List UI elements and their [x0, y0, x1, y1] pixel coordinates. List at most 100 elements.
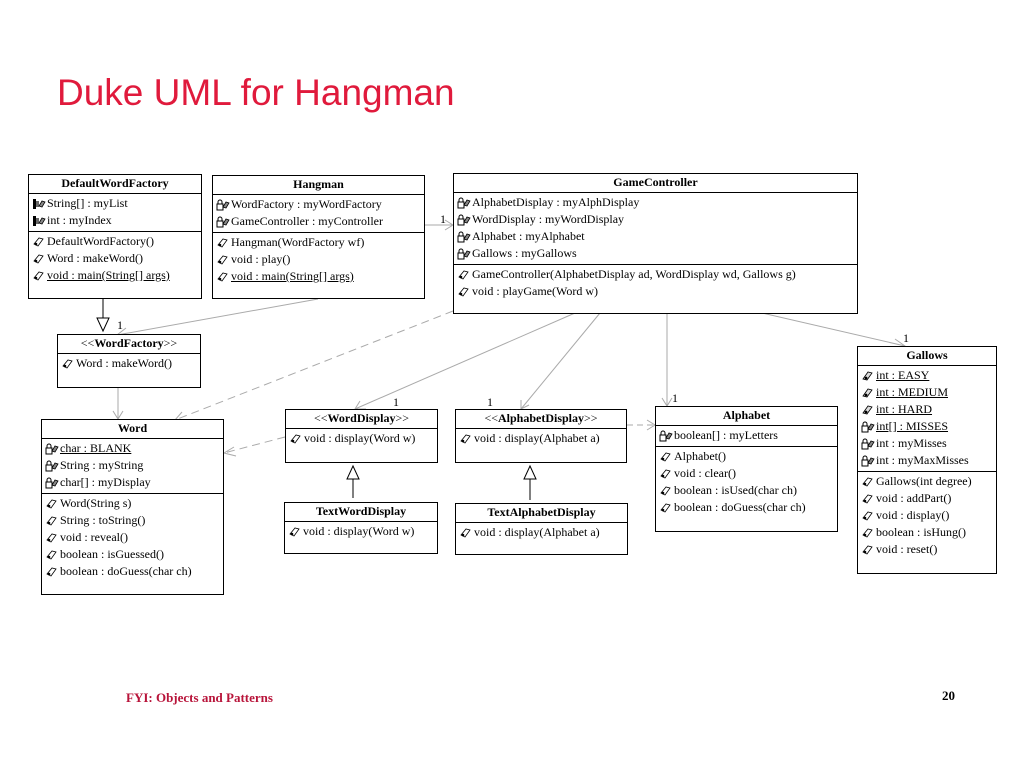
association-controller-worddisplay [354, 312, 576, 410]
realization-arrowhead-wordfactory [96, 317, 110, 333]
operations-section: Word : makeWord() [58, 354, 200, 374]
class-name: Gallows [858, 347, 996, 366]
method-icon [861, 510, 875, 522]
operation-row: boolean : isGuessed() [45, 546, 223, 563]
method-icon [457, 286, 471, 298]
method-icon [45, 566, 59, 578]
method-icon [45, 498, 59, 510]
class-hangman: Hangman WordFactory : myWordFactory Game… [212, 175, 425, 299]
method-icon [861, 476, 875, 488]
attribute-row: int : MEDIUM [861, 384, 996, 401]
operation-row: void : play() [216, 251, 424, 268]
operation-row: void : reveal() [45, 529, 223, 546]
private-field-icon [457, 248, 471, 260]
method-icon [659, 451, 673, 463]
interface-name: <<WordFactory>> [58, 335, 200, 354]
attribute-row: int : myIndex [32, 212, 201, 229]
attribute-row: String[] : myList [32, 195, 201, 212]
association-controller-gallows [761, 312, 906, 347]
association-hangman-wordfactory [116, 298, 319, 336]
class-name: GameController [454, 174, 857, 193]
class-gallows: Gallows int : EASY int : MEDIUM int : HA… [857, 346, 997, 574]
association-controller-alphabetdisplay [520, 312, 601, 410]
operation-row: void : main(String[] args) [216, 268, 424, 285]
private-field-icon [216, 216, 230, 228]
operation-row: DefaultWordFactory() [32, 233, 201, 250]
operations-section: void : display(Alphabet a) [456, 523, 627, 543]
attributes-section: int : EASY int : MEDIUM int : HARD int[]… [858, 366, 996, 472]
method-icon [32, 236, 46, 248]
method-icon [861, 493, 875, 505]
method-icon [216, 271, 230, 283]
attributes-section: WordFactory : myWordFactory GameControll… [213, 195, 424, 233]
attribute-row: char : BLANK [45, 440, 223, 457]
operation-row: boolean : doGuess(char ch) [45, 563, 223, 580]
private-field-icon [457, 197, 471, 209]
multiplicity-wordfactory: 1 [117, 318, 123, 332]
operation-row: void : addPart() [861, 490, 996, 507]
operation-row: Word : makeWord() [61, 355, 200, 372]
interface-name: <<AlphabetDisplay>> [456, 410, 626, 429]
operations-section: void : display(Alphabet a) [456, 429, 626, 449]
multiplicity-gamecontroller: 1 [440, 212, 446, 226]
operation-row: Gallows(int degree) [861, 473, 996, 490]
operation-row: boolean : isUsed(char ch) [659, 482, 837, 499]
operation-row: void : display(Word w) [289, 430, 437, 447]
private-field-icon [659, 430, 673, 442]
interface-wordfactory: <<WordFactory>> Word : makeWord() [57, 334, 201, 388]
private-field-icon [45, 460, 59, 472]
attribute-row: Alphabet : myAlphabet [457, 228, 857, 245]
operation-row: void : display() [861, 507, 996, 524]
attributes-section: char : BLANK String : myString char[] : … [42, 439, 223, 494]
attributes-section: AlphabetDisplay : myAlphDisplay WordDisp… [454, 193, 857, 265]
private-field-icon [216, 199, 230, 211]
operation-row: void : main(String[] args) [32, 267, 201, 284]
multiplicity-worddisplay: 1 [393, 395, 399, 409]
attribute-row: WordFactory : myWordFactory [216, 196, 424, 213]
operation-row: void : clear() [659, 465, 837, 482]
attribute-row: String : myString [45, 457, 223, 474]
dependency-worddisplay-word [223, 436, 286, 454]
attribute-row: char[] : myDisplay [45, 474, 223, 491]
operation-row: void : playGame(Word w) [457, 283, 857, 300]
realization-arrowhead-alphabetdisplay [523, 464, 537, 480]
method-icon [659, 468, 673, 480]
attribute-row: boolean[] : myLetters [659, 427, 837, 444]
method-icon [32, 253, 46, 265]
operation-row: Word : makeWord() [32, 250, 201, 267]
method-icon [289, 433, 303, 445]
class-name: Hangman [213, 176, 424, 195]
method-icon [45, 532, 59, 544]
private-field-icon [457, 231, 471, 243]
multiplicity-alphabetdisplay: 1 [487, 395, 493, 409]
method-icon [659, 485, 673, 497]
attribute-row: Gallows : myGallows [457, 245, 857, 262]
dependency-gamecontroller-word [174, 310, 454, 421]
class-alphabet: Alphabet boolean[] : myLetters Alphabet(… [655, 406, 838, 532]
class-word: Word char : BLANK String : myString char… [41, 419, 224, 595]
operations-section: DefaultWordFactory() Word : makeWord() v… [29, 232, 201, 286]
attribute-row: GameController : myController [216, 213, 424, 230]
class-textworddisplay: TextWordDisplay void : display(Word w) [284, 502, 438, 554]
package-field-icon [32, 198, 46, 210]
class-textalphabetdisplay: TextAlphabetDisplay void : display(Alpha… [455, 503, 628, 555]
realization-arrowhead-worddisplay [346, 464, 360, 480]
method-icon [216, 254, 230, 266]
private-field-icon [45, 443, 59, 455]
operation-row: Word(String s) [45, 495, 223, 512]
method-icon [457, 269, 471, 281]
page-number: 20 [942, 688, 955, 703]
operation-row: void : display(Alphabet a) [459, 524, 627, 541]
interface-alphabetdisplay: <<AlphabetDisplay>> void : display(Alpha… [455, 409, 627, 463]
interface-name: <<WordDisplay>> [286, 410, 437, 429]
operations-section: void : display(Word w) [285, 522, 437, 542]
slide-footer: FYI: Objects and Patterns [126, 690, 273, 705]
class-gamecontroller: GameController AlphabetDisplay : myAlphD… [453, 173, 858, 314]
method-icon [45, 549, 59, 561]
attribute-row: WordDisplay : myWordDisplay [457, 211, 857, 228]
method-icon [459, 433, 473, 445]
operation-row: Hangman(WordFactory wf) [216, 234, 424, 251]
private-field-icon [861, 455, 875, 467]
method-icon [32, 270, 46, 282]
private-field-icon [861, 421, 875, 433]
